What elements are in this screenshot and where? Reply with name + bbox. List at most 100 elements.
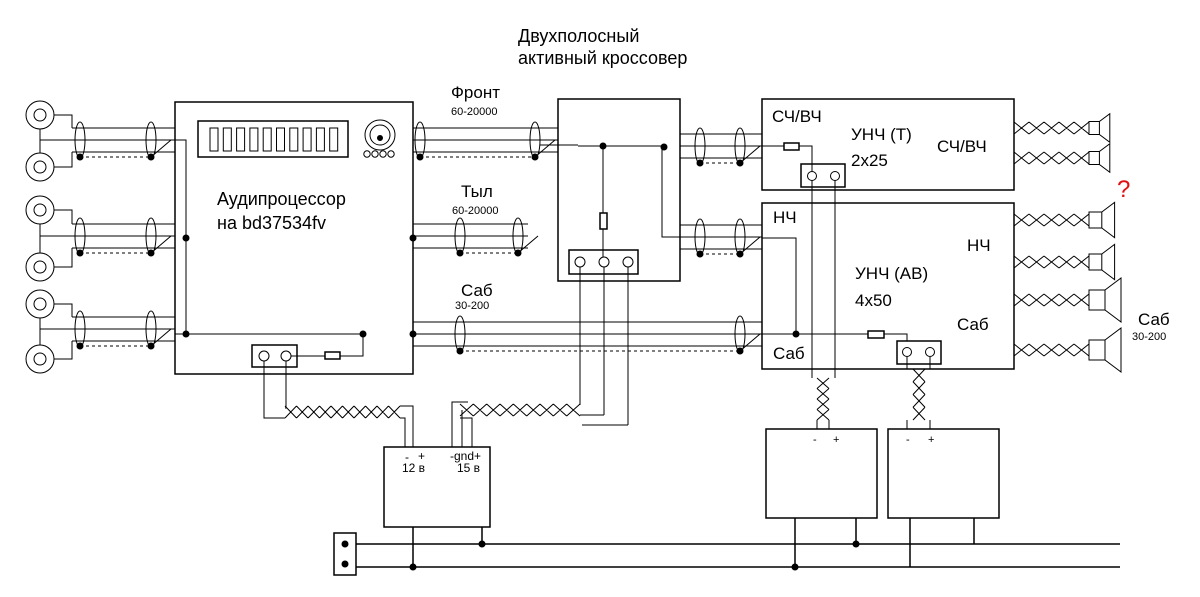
hf-speaker-right-magnet [1088,151,1100,165]
lf-speaker-right-icon [1101,243,1116,281]
rca-jack-center [33,203,47,217]
resistor [783,142,800,151]
sub-speaker-range: 30-200 [1132,331,1167,343]
front-channel-label: Фронт [451,83,501,102]
sub-speaker-2-icon [1104,327,1122,373]
input-rear-shield-tie [150,235,172,254]
rca-jack-icon [25,100,55,130]
sub-speaker-label: Саб [1138,310,1170,329]
sub-channel-range: 30-200 [455,300,490,312]
display-digit [209,127,219,152]
crossover-title-line2: активный кроссовер [518,48,688,68]
lf-link-shield-tie [739,236,761,255]
amp-t-output-label: СЧ/ВЧ [937,137,987,156]
rear-channel-range: 60-20000 [452,205,499,217]
rca-jack-icon [25,152,55,182]
display-digit [329,127,339,152]
psu-main-15v: 15 в [457,461,481,475]
psu-main-gnd: -gnd+ [450,449,482,463]
display-digit [236,127,246,152]
wire [906,357,931,429]
rca-jack-icon [25,344,55,374]
wire [263,361,287,419]
display-panel [197,120,349,158]
hf-link-shield-tie [739,145,761,164]
psu-main-12v: 12 в [402,461,426,475]
rear-link-shield-tie [517,235,539,254]
psu-amp1-plus: + [833,434,840,446]
display-digit [276,127,285,152]
hf-speaker-right-icon [1099,142,1111,174]
amp-t-power: 2x25 [851,151,888,170]
wire [811,369,836,429]
rca-jack-icon [25,252,55,282]
wire [54,341,73,360]
rca-jack-center [33,260,47,274]
sub-speaker-2-cable [1013,343,1090,357]
rca-jack-icon [25,289,55,319]
wire [54,209,73,224]
rca-jack-center [33,352,47,366]
lf-speaker-left-cable [1013,213,1090,227]
wire [54,152,73,168]
sub-link-shield-tie [739,333,761,352]
processor-title-line2: на bd37534fv [217,213,327,233]
amp-ab-sub-input-label: Саб [773,344,805,363]
amp1-power-twisted-pair [816,377,830,421]
crossover-title-line1: Двухполосный [518,26,640,46]
rca-jack-icon [25,195,55,225]
sub-speaker-2-magnet [1088,339,1106,361]
psu-amp2-box [887,428,1000,519]
display-digit [262,127,272,152]
amp2-power-twisted-pair [912,368,926,421]
display-segments [209,127,339,152]
psu-amp2-plus: + [928,434,935,446]
psu-main-minus: - [405,450,409,464]
resistor [867,330,885,339]
power-terminal-block [333,532,357,576]
volume-knob-icon [363,119,396,158]
hf-speaker-left-magnet [1088,121,1100,135]
crossover-power-twisted-pair [459,403,581,417]
resistor [324,351,341,360]
amp-t-input-label: СЧ/ВЧ [772,107,822,126]
wire [54,303,73,317]
psu-main-box [383,446,491,528]
psu-amp2-minus: - [906,434,910,446]
psu-amp1-box [765,428,878,519]
rca-jack-center [33,160,47,174]
display-digit [315,127,325,152]
input-sub-shield-tie [150,328,172,347]
question-mark: ? [1117,176,1131,203]
lf-speaker-left-magnet [1088,211,1103,229]
lf-speaker-right-magnet [1088,253,1103,271]
wire [175,139,187,334]
amp-t-name: УНЧ (Т) [851,125,912,144]
sub-speaker-1-cable [1013,293,1090,307]
front-channel-range: 60-20000 [451,106,498,118]
display-digit [249,127,259,152]
display-digit [289,127,299,152]
amp-ab-box [761,202,1015,370]
sub-channel-label: Саб [461,281,493,300]
input-front-shield-tie [150,139,172,158]
lf-speaker-left-icon [1101,201,1116,239]
psu-amp1-minus: - [813,434,817,446]
rca-jack-center [33,297,47,311]
amp-ab-name: УНЧ (АВ) [855,264,929,283]
display-digit [302,127,312,152]
hf-speaker-right-cable [1013,151,1090,165]
hf-speaker-left-icon [1099,112,1111,144]
psu-main-plus: + [418,449,426,463]
processor-title-line1: Аудипроцессор [217,189,346,209]
wire [579,267,629,425]
display-digit [222,127,232,152]
front-link-shield-tie [534,139,556,158]
lf-speaker-right-cable [1013,255,1090,269]
rear-channel-label: Тыл [461,182,493,201]
wire [400,405,414,447]
sub-speaker-1-magnet [1088,289,1106,311]
junction-dot [182,234,190,242]
wire [54,248,73,268]
